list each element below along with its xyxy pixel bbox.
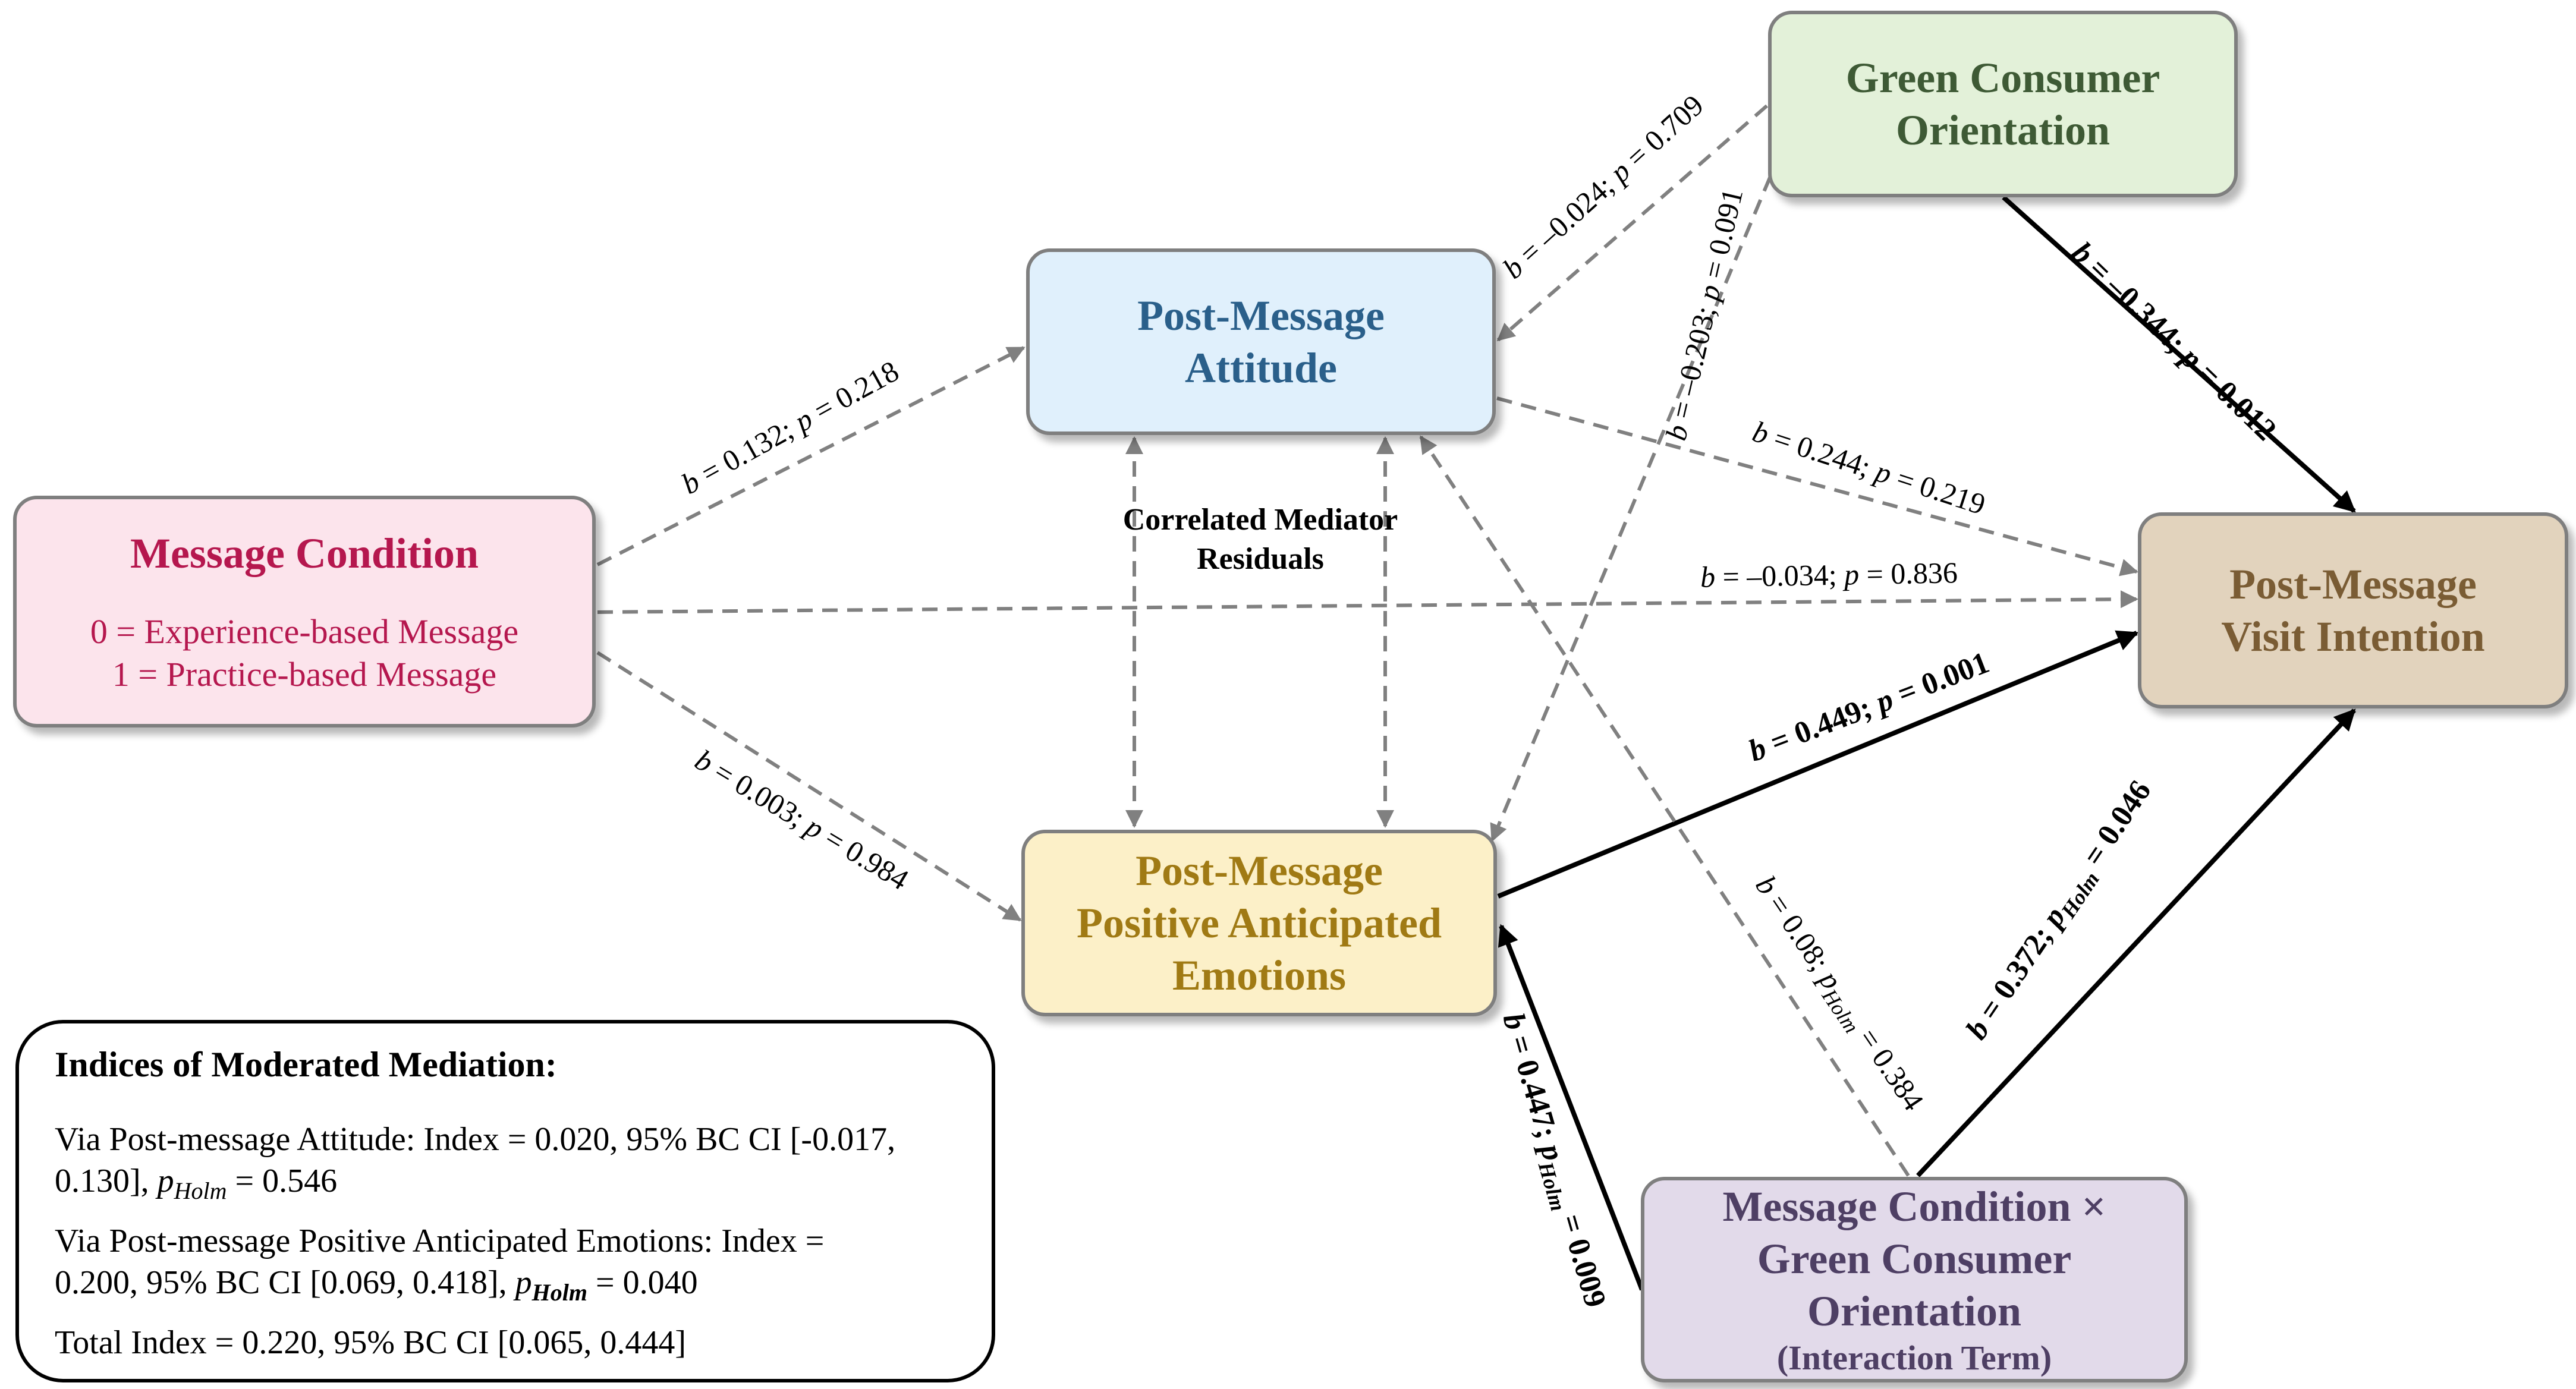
edge-label-mc-intention: b = –0.034; p = 0.836 bbox=[1700, 556, 1958, 594]
node-visit-intention: Post-Message Visit Intention bbox=[2138, 512, 2568, 708]
interaction-line-3: Orientation bbox=[1807, 1287, 2021, 1335]
correlated-residuals-label: Correlated Mediator Residuals bbox=[1100, 500, 1421, 579]
message-condition-title: Message Condition bbox=[130, 530, 479, 577]
moderated-mediation-indices: Indices of Moderated Mediation: Via Post… bbox=[15, 1020, 995, 1382]
indices-heading: Indices of Moderated Mediation: bbox=[55, 1045, 557, 1084]
arrow-gco-intention bbox=[2002, 196, 2356, 513]
correlated-line-1: Correlated Mediator bbox=[1122, 503, 1398, 537]
interaction-line-4: (Interaction Term) bbox=[1776, 1338, 2052, 1377]
arrow-mc-intention bbox=[597, 590, 2138, 614]
arrow-interaction-attitude bbox=[1419, 435, 1910, 1177]
pval-mc-int: 0.836 bbox=[1890, 556, 1958, 591]
message-condition-code-0: 0 = Experience-based Message bbox=[90, 612, 519, 651]
emotions-line-2: Positive Anticipated bbox=[1077, 899, 1442, 947]
green-line-2: Orientation bbox=[1896, 106, 2110, 154]
message-condition-code-1: 1 = Practice-based Message bbox=[112, 655, 497, 694]
intention-line-2: Visit Intention bbox=[2221, 613, 2485, 660]
emotions-line-1: Post-Message bbox=[1136, 847, 1383, 894]
arrow-gco-attitude bbox=[1496, 104, 1768, 342]
interaction-line-2: Green Consumer bbox=[1757, 1235, 2072, 1283]
node-emotions: Post-Message Positive Anticipated Emotio… bbox=[1021, 830, 1497, 1016]
arrow-mc-attitude bbox=[596, 346, 1026, 566]
attitude-line-1: Post-Message bbox=[1137, 292, 1385, 339]
arrow-emotions-intention bbox=[1497, 630, 2139, 899]
coef-mc-int: –0.034 bbox=[1746, 558, 1829, 593]
node-message-condition: Message Condition 0 = Experience-based M… bbox=[13, 496, 596, 727]
interaction-line-1: Message Condition × bbox=[1722, 1183, 2106, 1230]
arrow-interaction-intention bbox=[1916, 708, 2356, 1177]
emotions-line-3: Emotions bbox=[1172, 952, 1347, 999]
arrow-mc-emotions bbox=[596, 651, 1022, 922]
green-line-1: Green Consumer bbox=[1845, 54, 2160, 102]
index-emotions: Via Post-message Positive Anticipated Em… bbox=[55, 1223, 825, 1306]
index-attitude: Via Post-message Attitude: Index = 0.020… bbox=[55, 1121, 896, 1205]
intention-line-1: Post-Message bbox=[2229, 560, 2477, 608]
arrow-attitude-intention bbox=[1496, 396, 2138, 577]
correlated-line-2: Residuals bbox=[1197, 542, 1324, 576]
node-green-orientation: Green Consumer Orientation bbox=[1768, 11, 2238, 197]
node-attitude: Post-Message Attitude bbox=[1026, 248, 1496, 435]
attitude-line-2: Attitude bbox=[1185, 344, 1337, 392]
node-interaction-term: Message Condition × Green Consumer Orien… bbox=[1641, 1177, 2188, 1382]
arrow-interaction-emotions bbox=[1498, 924, 1644, 1291]
index-total: Total Index = 0.220, 95% BC CI [0.065, 0… bbox=[55, 1324, 687, 1362]
arrow-gco-emotions bbox=[1490, 130, 1791, 842]
